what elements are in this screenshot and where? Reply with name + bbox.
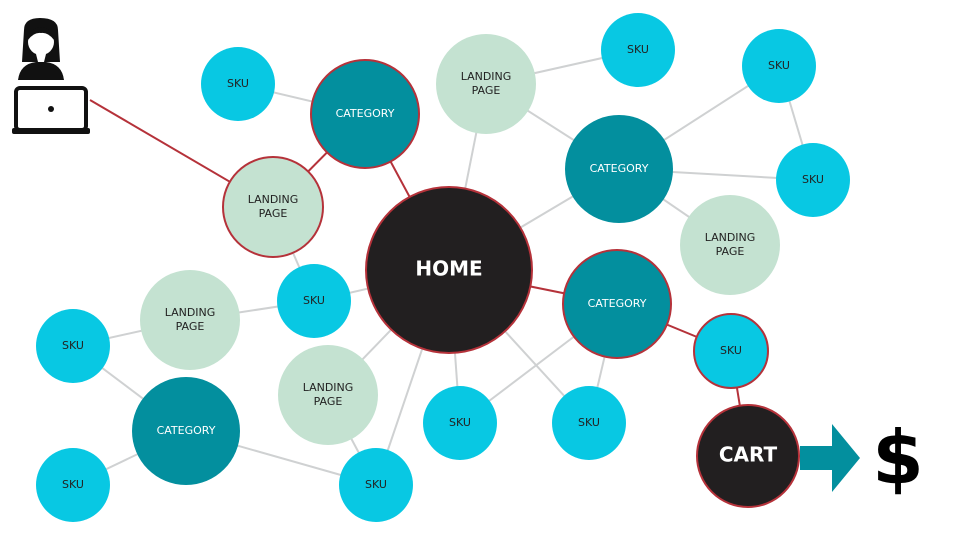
node-sku_b3: SKU [552,386,626,460]
nodes-layer: HOMECATEGORYCATEGORYCATEGORYCATEGORYLAND… [36,13,850,522]
node-sku_tr: SKU [742,29,816,103]
node-sku_l: SKU [36,309,110,383]
node-sku_mid: SKU [277,264,351,338]
node-sku_b1: SKU [339,448,413,522]
node-cat_mid: CATEGORY [562,249,672,359]
node-sku_tl: SKU [201,47,275,121]
arrow-right-icon [800,424,860,492]
node-circle-cat_top [310,59,420,169]
node-sku_top: SKU [601,13,675,87]
node-cat_right: CATEGORY [565,115,673,223]
node-cart: CART [696,404,800,508]
node-circle-cart [696,404,800,508]
node-sku_bl: SKU [36,448,110,522]
node-cat_top: CATEGORY [310,59,420,169]
node-sku_path: SKU [693,313,769,389]
node-circle-sku_b3 [552,386,626,460]
node-cat_bl: CATEGORY [132,377,240,485]
user-at-laptop-icon [12,18,90,134]
node-sku_b2: SKU [423,386,497,460]
node-circle-sku_tl [201,47,275,121]
node-circle-sku_b2 [423,386,497,460]
node-circle-sku_b1 [339,448,413,522]
dollar-sign: $ [872,416,924,502]
node-circle-cat_bl [132,377,240,485]
node-circle-lp_right [680,195,780,295]
node-circle-cat_right [565,115,673,223]
node-circle-sku_r [776,143,850,217]
node-circle-sku_tr [742,29,816,103]
node-circle-sku_bl [36,448,110,522]
node-circle-home [365,186,533,354]
node-circle-sku_l [36,309,110,383]
node-circle-sku_path [693,313,769,389]
node-circle-lp_top [436,34,536,134]
node-circle-lp_left [140,270,240,370]
node-circle-cat_mid [562,249,672,359]
node-circle-sku_top [601,13,675,87]
node-sku_r: SKU [776,143,850,217]
node-circle-lp_midleft [222,156,324,258]
node-circle-lp_bottom [278,345,378,445]
node-circle-sku_mid [277,264,351,338]
node-home: HOME [365,186,533,354]
